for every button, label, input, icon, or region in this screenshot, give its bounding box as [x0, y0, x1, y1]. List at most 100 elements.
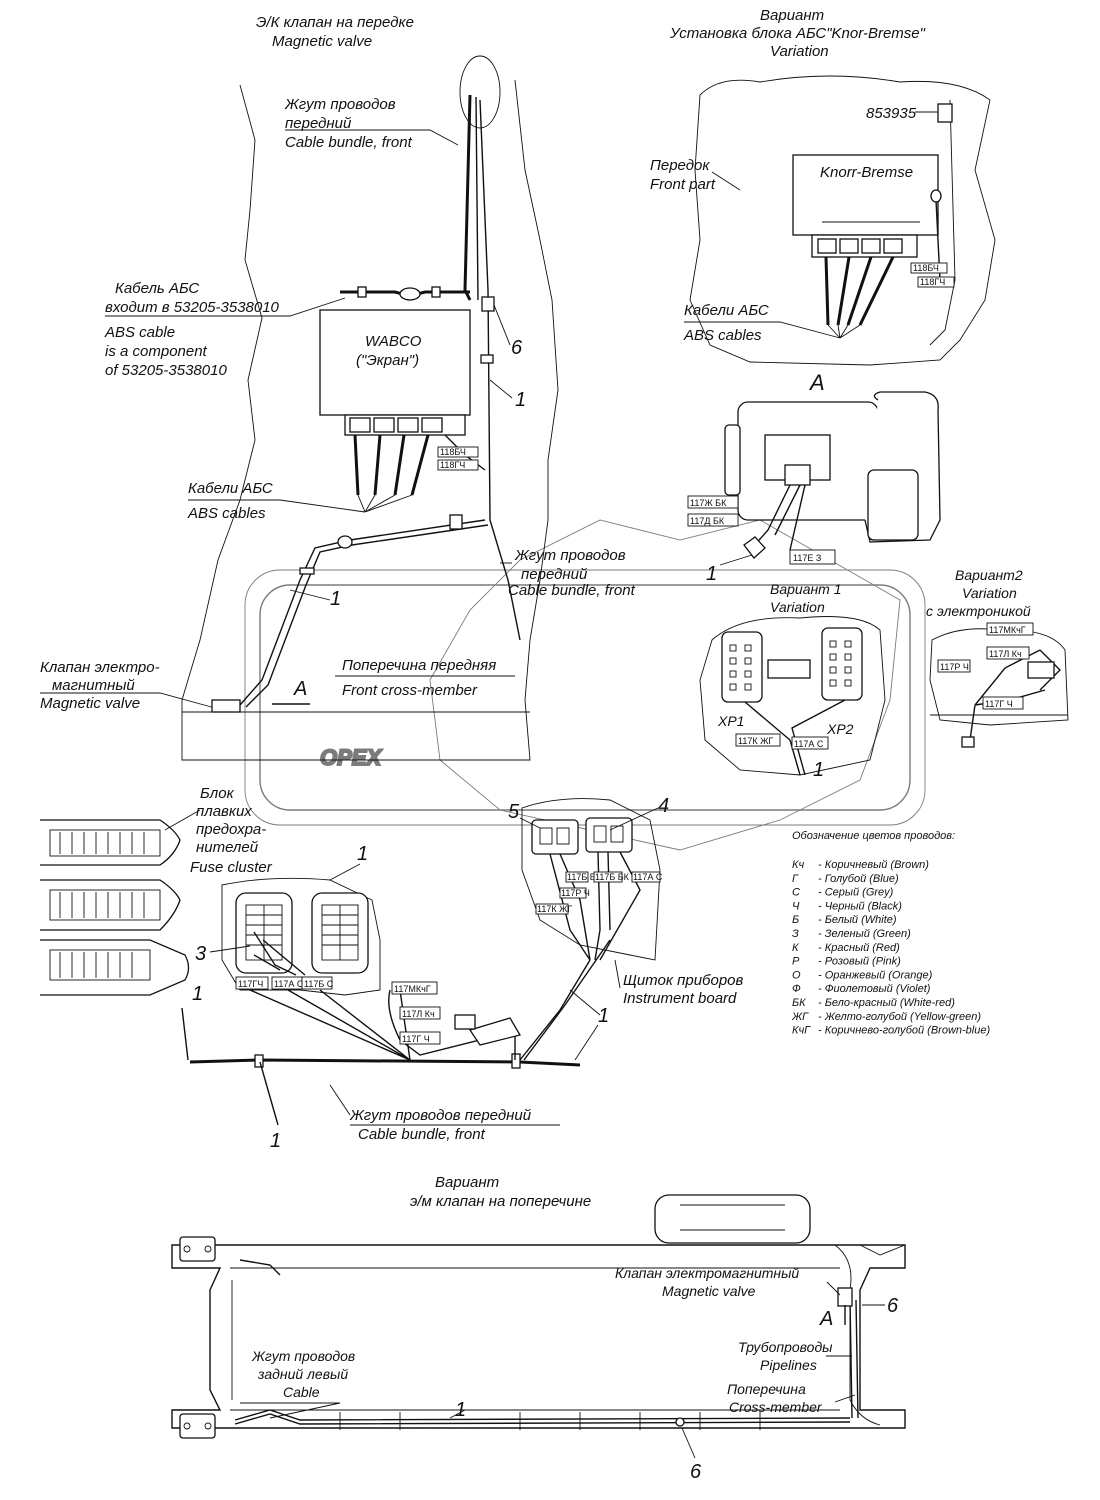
- tag-117bc: 117Б С: [304, 979, 334, 989]
- variant-bottom-ru: Вариант: [435, 1174, 499, 1191]
- legend-code: КчГ: [792, 1025, 811, 1037]
- legend-text: - Черный (Black): [818, 900, 902, 912]
- pipelines-en: Pipelines: [760, 1357, 817, 1373]
- fuse-cluster-blocks: [40, 819, 190, 996]
- view-a-label-bottom: A: [819, 1308, 833, 1330]
- variant2-ru: Вариант2: [955, 567, 1023, 583]
- callout-1-view-a: 1: [706, 563, 717, 585]
- valve-bottom-ru: Клапан электромагнитный: [615, 1265, 799, 1281]
- variant1-en: Variation: [770, 599, 825, 615]
- legend-code: Ч: [792, 900, 800, 912]
- bundle-front-label-en: Cable bundle, front: [285, 134, 413, 151]
- knorr-abs-wires: [824, 256, 895, 326]
- ek-valve-label-en: Magnetic valve: [272, 33, 372, 50]
- cross-bottom-en: Cross-member: [729, 1399, 823, 1415]
- tag-117zhbk: 117Ж БК: [690, 498, 727, 508]
- tag-117pch: 117Р Ч: [940, 662, 969, 672]
- tag-117kzh: 117К ЖГ: [537, 904, 572, 914]
- ek-valve-label-ru: Э/К клапан на передке: [256, 14, 414, 31]
- tag-117ac2: 117А С: [633, 872, 663, 882]
- bundle3-en: Cable bundle, front: [358, 1126, 486, 1143]
- rear-bundle-ru-2: задний левый: [257, 1366, 348, 1382]
- legend-code: Г: [792, 873, 799, 885]
- fuse-label-1: Блок: [200, 785, 235, 802]
- legend-code: С: [792, 887, 800, 899]
- variant-bottom-ru-2: э/м клапан на поперечине: [410, 1193, 591, 1210]
- xp2-label: XP2: [826, 721, 854, 737]
- legend-code: З: [792, 928, 799, 940]
- tag-118bch: 118БЧ: [440, 447, 466, 457]
- callout-6-chassis: 6: [690, 1461, 702, 1483]
- instrument-ru: Щиток приборов: [623, 972, 744, 989]
- legend-text: - Белый (White): [818, 914, 897, 926]
- air-tank: [654, 1194, 811, 1244]
- legend-text: - Бело-красный (White-red): [818, 997, 955, 1009]
- valve-label-ru-1: Клапан электро-: [40, 659, 160, 676]
- fuse-label-2: плавких: [196, 803, 252, 820]
- colors-title: Обозначение цветов проводов:: [792, 830, 955, 842]
- main-bundle-lower: [189, 1058, 581, 1067]
- legend-code: О: [792, 969, 801, 981]
- magnetic-valve: [211, 699, 241, 713]
- callout-1-instrument: 1: [598, 1005, 609, 1027]
- xp1-label: XP1: [717, 713, 744, 729]
- legend-code: Р: [792, 956, 800, 968]
- tag-117bk: 117Б БК: [595, 872, 630, 882]
- ekran-label: ("Экран"): [356, 352, 419, 369]
- callout-5: 5: [508, 801, 520, 823]
- tag-117bch: 117Б БК: [567, 872, 602, 882]
- bundle3-ru: Жгут проводов передний: [349, 1107, 532, 1124]
- instrument-connector-4: [585, 817, 633, 853]
- color-legend: Кч- Коричневый (Brown)Г- Голубой (Blue)С…: [791, 859, 990, 1037]
- legend-text: - Коричневый (Brown): [818, 859, 929, 871]
- bundle-front-label-ru-1: Жгут проводов: [284, 96, 396, 113]
- wabco-abs-wires: [353, 434, 430, 496]
- legend-text: - Зеленый (Green): [818, 928, 911, 940]
- view-a-title: A: [808, 370, 825, 395]
- legend-text: - Оранжевый (Orange): [818, 969, 933, 981]
- view-a-label-left: A: [293, 678, 307, 700]
- tag-117e3: 117Е З: [793, 553, 821, 563]
- callout-1-left-low: 1: [192, 983, 203, 1005]
- tag-117ac3: 117А С: [274, 979, 304, 989]
- variation-top: Variation: [770, 43, 829, 60]
- tag-118gch: 118ГЧ: [440, 460, 465, 470]
- connector-xp1: [721, 631, 763, 703]
- abs-cable-en-1: ABS cable: [104, 324, 175, 341]
- legend-text: - Коричнево-голубой (Brown-blue): [818, 1025, 990, 1037]
- callout-1-b: 1: [330, 588, 341, 610]
- valve-bottom-en: Magnetic valve: [662, 1283, 756, 1299]
- abs-cable-en-2: is a component: [105, 343, 208, 360]
- tag-117ac: 117А С: [794, 739, 824, 749]
- callout-1-a: 1: [515, 389, 526, 411]
- legend-text: - Розовый (Pink): [818, 956, 901, 968]
- harness-vertical-2: [479, 99, 521, 641]
- legend-code: ЖГ: [791, 1011, 809, 1023]
- variant1-ru: Вариант 1: [770, 581, 842, 597]
- watermark-text: OPEX: [320, 745, 382, 770]
- fuse-label-4: нителей: [196, 839, 259, 856]
- legend-text: - Фиолетовый (Violet): [818, 983, 931, 995]
- legend-code: К: [792, 942, 799, 954]
- rear-bundle-ru-1: Жгут проводов: [251, 1348, 355, 1364]
- instrument-en: Instrument board: [623, 990, 737, 1007]
- knorr-section-outline: [689, 75, 996, 366]
- legend-text: - Желто-голубой (Yellow-green): [818, 1011, 981, 1023]
- front-part-en: Front part: [650, 176, 716, 193]
- harness-vertical-1: [463, 94, 472, 301]
- wabco-label: WABCO: [365, 333, 422, 350]
- tag-117mkch2: 117МКчГ: [394, 984, 431, 994]
- abs-cables-ru-left: Кабели АБС: [188, 480, 273, 497]
- tag-117dbk: 117Д БК: [690, 516, 725, 526]
- bundle2-ru-1: Жгут проводов: [514, 547, 626, 564]
- variant2-en: Variation: [962, 585, 1017, 601]
- view-a-detail: [724, 391, 941, 559]
- legend-code: Б: [792, 914, 799, 926]
- crossmember-label-ru: Поперечина передняя: [342, 657, 496, 674]
- legend-code: БК: [792, 997, 806, 1009]
- pipelines-ru: Трубопроводы: [738, 1339, 833, 1355]
- bundle2-ru-2: передний: [521, 566, 588, 583]
- tag-118gch-right: 118ГЧ: [920, 277, 945, 287]
- connector-xp2: [821, 627, 863, 701]
